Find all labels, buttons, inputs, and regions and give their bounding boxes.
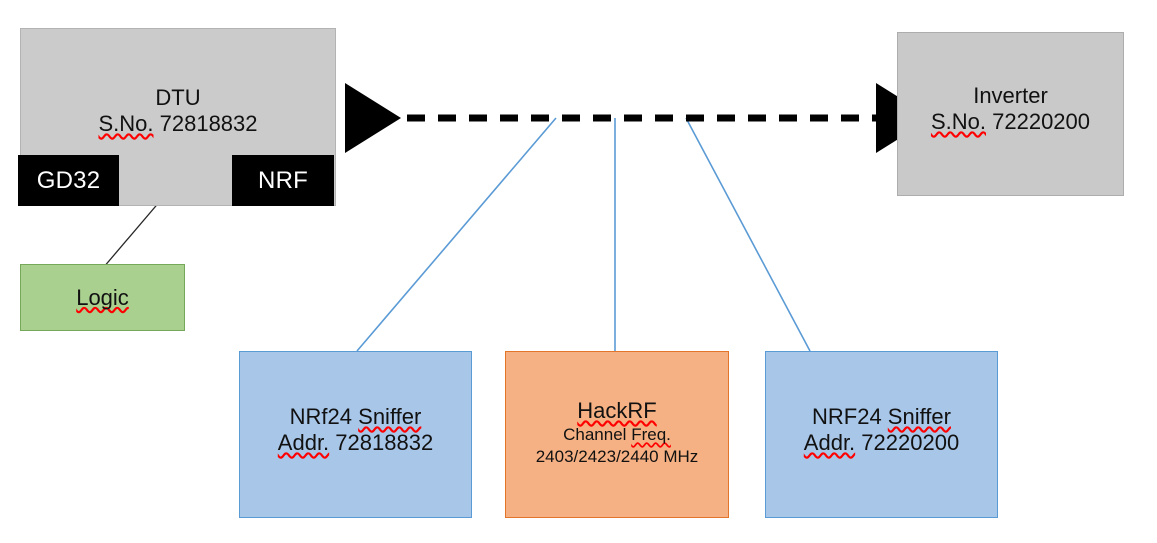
inverter-serial-prefix: S.No. <box>930 108 986 134</box>
sniffer-right-addr: Addr. 72220200 <box>804 430 959 456</box>
inverter-serial-number: 72220200 <box>992 108 1091 134</box>
nrf24-sniffer-inverter-node[interactable]: NRF24 Sniffer Addr. 72220200 <box>765 351 998 518</box>
logic-label: Logic <box>76 284 129 310</box>
sniffer-left-addr: Addr. 72818832 <box>278 430 433 456</box>
sniffer-left-addr-value: 72818832 <box>335 429 434 455</box>
tap-line-sniffer-left <box>356 117 557 352</box>
sniffer-right-title-spell: Sniffer <box>887 404 951 429</box>
nrf-label: NRF <box>258 166 308 194</box>
sniffer-left-title: NRf24 Sniffer <box>290 404 422 430</box>
tap-line-sniffer-right <box>685 117 811 352</box>
hackrf-channel-spell: Freq. <box>631 424 671 444</box>
gd32-chip[interactable]: GD32 <box>18 155 119 206</box>
sniffer-right-title: NRF24 Sniffer <box>812 404 951 430</box>
dtu-name: DTU <box>155 85 201 110</box>
dtu-serial: S.No. 72818832 <box>98 111 257 137</box>
inverter-node[interactable]: Inverter S.No. 72220200 <box>897 32 1124 196</box>
inverter-name: Inverter <box>973 83 1048 108</box>
nrf24-sniffer-dtu-node[interactable]: NRf24 Sniffer Addr. 72818832 <box>239 351 472 518</box>
sniffer-left-addr-prefix: Addr. <box>277 429 330 455</box>
sniffer-right-addr-value: 72220200 <box>861 429 960 455</box>
sniffer-right-title-prefix: NRF24 <box>812 404 888 429</box>
dtu-serial-prefix: S.No. <box>98 110 154 136</box>
hackrf-title: HackRF <box>577 398 657 423</box>
hackrf-node[interactable]: HackRF Channel Freq. 2403/2423/2440 MHz <box>505 351 729 518</box>
inverter-serial: S.No. 72220200 <box>931 109 1090 135</box>
hackrf-frequencies: 2403/2423/2440 MHz <box>535 447 699 467</box>
dtu-serial-number: 72818832 <box>159 110 258 136</box>
sniffer-right-addr-prefix: Addr. <box>803 429 856 455</box>
sniffer-left-title-prefix: NRf24 <box>289 404 359 429</box>
hackrf-channel-prefix: Channel <box>563 424 632 444</box>
nrf-chip[interactable]: NRF <box>232 155 334 206</box>
gd32-label: GD32 <box>36 166 101 194</box>
hackrf-channel-label: Channel Freq. <box>563 424 671 446</box>
logic-analyzer-node[interactable]: Logic <box>20 264 185 331</box>
sniffer-left-title-spell: Sniffer <box>358 404 422 429</box>
